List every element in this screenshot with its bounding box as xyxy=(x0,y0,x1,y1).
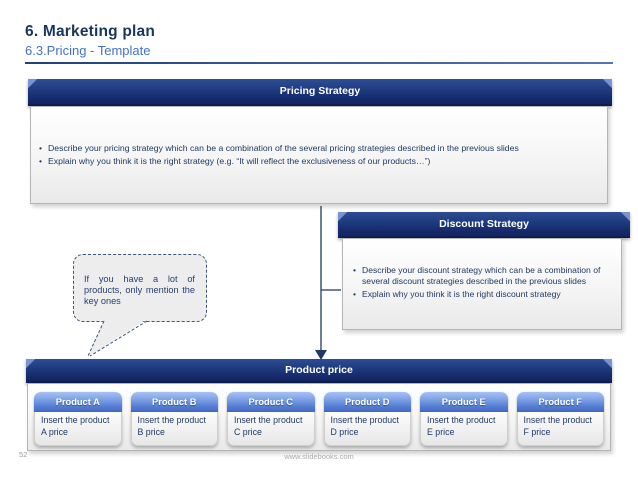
callout-tail xyxy=(88,319,147,357)
product-card-row: Product A Insert the product A price Pro… xyxy=(34,392,604,446)
callout-bubble: If you have a lot of products, only ment… xyxy=(73,254,207,322)
pricing-strategy-title: Pricing Strategy xyxy=(279,85,361,97)
callout-tail-edge xyxy=(89,320,148,357)
product-card: Product A Insert the product A price xyxy=(34,392,122,446)
slide-subtitle: 6.3.Pricing - Template xyxy=(25,43,151,58)
bullet-item: Describe your pricing strategy which can… xyxy=(37,143,593,155)
product-card-title: Product E xyxy=(420,392,508,412)
pricing-bullet-list: Describe your pricing strategy which can… xyxy=(37,143,593,167)
title-divider xyxy=(25,62,613,64)
product-card: Product F Insert the product F price xyxy=(516,392,604,446)
pricing-strategy-panel: Describe your pricing strategy which can… xyxy=(30,106,608,204)
pricing-strategy-header-bar: Pricing Strategy xyxy=(28,79,612,106)
product-card-price-placeholder: Insert the product A price xyxy=(34,412,122,446)
product-price-title: Product price xyxy=(285,364,353,376)
product-card-title: Product B xyxy=(130,392,218,412)
product-card: Product C Insert the product C price xyxy=(227,392,315,446)
product-card-price-placeholder: Insert the product E price xyxy=(420,412,508,446)
product-price-panel xyxy=(27,383,611,451)
page-number: 52 xyxy=(19,450,28,459)
bullet-item: Describe your discount strategy which ca… xyxy=(351,265,615,288)
product-card: Product B Insert the product B price xyxy=(130,392,218,446)
product-card: Product E Insert the product E price xyxy=(420,392,508,446)
product-card-title: Product F xyxy=(516,392,604,412)
callout-text: If you have a lot of products, only ment… xyxy=(84,274,195,307)
discount-strategy-header-bar: Discount Strategy xyxy=(338,212,630,238)
discount-strategy-title: Discount Strategy xyxy=(439,218,529,230)
product-card-title: Product D xyxy=(323,392,411,412)
product-price-header-bar: Product price xyxy=(26,359,612,383)
product-card-price-placeholder: Insert the product F price xyxy=(516,412,604,446)
product-card-title: Product C xyxy=(227,392,315,412)
bullet-item: Explain why you think it is the right st… xyxy=(37,156,593,168)
slide-title: 6. Marketing plan xyxy=(25,23,156,40)
discount-bullet-list: Describe your discount strategy which ca… xyxy=(351,265,615,301)
callout-tail-edge xyxy=(87,320,105,357)
discount-strategy-panel: Describe your discount strategy which ca… xyxy=(342,238,622,330)
product-card: Product D Insert the product D price xyxy=(323,392,411,446)
product-card-price-placeholder: Insert the product C price xyxy=(227,412,315,446)
bullet-item: Explain why you think it is the right di… xyxy=(351,289,615,301)
product-card-title: Product A xyxy=(34,392,122,412)
website-footer: www.slidebooks.com xyxy=(284,452,354,461)
product-card-price-placeholder: Insert the product B price xyxy=(130,412,218,446)
product-card-price-placeholder: Insert the product D price xyxy=(323,412,411,446)
